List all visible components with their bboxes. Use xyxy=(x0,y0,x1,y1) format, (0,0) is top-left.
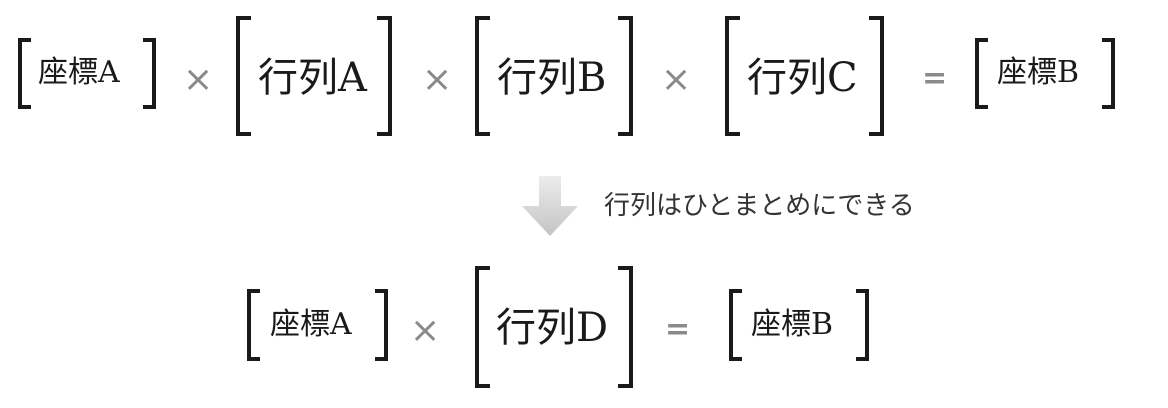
row1-multiply-1: × xyxy=(183,59,214,100)
bracket-left xyxy=(236,16,251,136)
bracket-right xyxy=(375,289,388,361)
bracket-left xyxy=(247,289,260,361)
bracket-right xyxy=(618,16,633,136)
bracket-left xyxy=(475,16,490,136)
down-arrow-icon xyxy=(522,176,578,236)
row1-multiply-3: × xyxy=(661,59,692,100)
bracket-right xyxy=(1102,38,1115,109)
row1-term-matrix-b: 行列B xyxy=(497,55,607,101)
row2-term-coord-b: 座標B xyxy=(751,307,834,342)
row2-multiply: × xyxy=(410,310,441,351)
row1-term-matrix-c: 行列C xyxy=(747,55,858,101)
bracket-right xyxy=(618,266,633,388)
bracket-right xyxy=(856,289,869,361)
row2-equals: = xyxy=(665,312,691,347)
bracket-left xyxy=(475,266,490,388)
row2-term-matrix-d: 行列D xyxy=(496,305,609,351)
bracket-left xyxy=(729,289,742,361)
row1-equals: = xyxy=(922,61,948,96)
row1-multiply-2: × xyxy=(422,59,453,100)
row1-term-coord-b: 座標B xyxy=(997,55,1080,90)
row1-term-coord-a: 座標A xyxy=(38,55,120,90)
combine-matrices-note: 行列はひとまとめにできる xyxy=(604,191,915,221)
row2-term-coord-a: 座標A xyxy=(270,307,352,342)
bracket-right xyxy=(869,16,884,136)
bracket-left xyxy=(725,16,740,136)
row1-term-matrix-a: 行列A xyxy=(258,55,367,101)
bracket-left xyxy=(975,38,988,109)
bracket-right xyxy=(377,16,392,136)
bracket-left xyxy=(18,38,31,109)
bracket-right xyxy=(143,38,156,109)
